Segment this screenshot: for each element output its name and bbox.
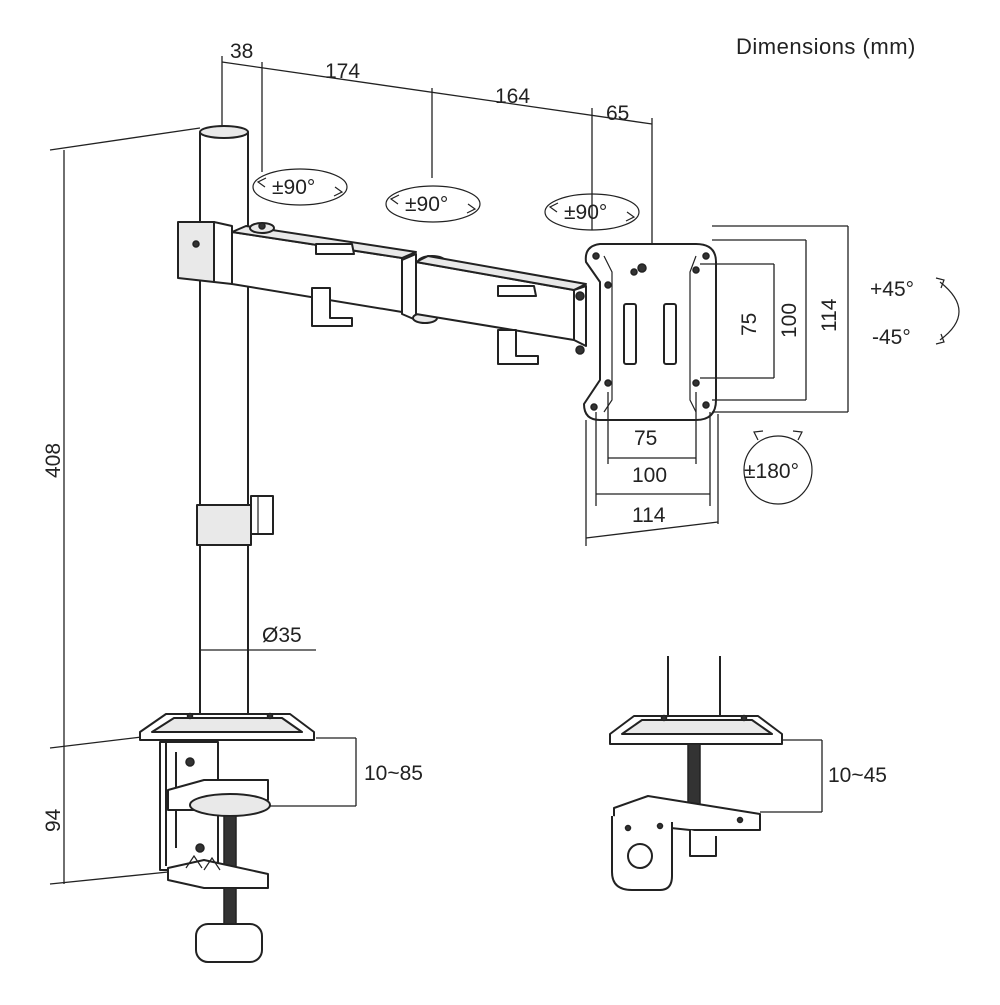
- rotation-joint-2: [385, 185, 481, 223]
- vesa-plate: [583, 243, 717, 421]
- vesa-vertical-114: 114: [818, 298, 841, 332]
- tilt-arc: [935, 277, 960, 345]
- vesa-horizontal-100: 100: [632, 464, 667, 487]
- grommet-range-lines: [760, 739, 823, 813]
- dim-arm-1: 174: [325, 60, 360, 83]
- vesa-horizontal-dimension-lines: [585, 392, 719, 546]
- vesa-vertical-100: 100: [778, 303, 801, 338]
- rotation-joint-1: [252, 168, 348, 206]
- height-dimension-lines: [49, 127, 201, 885]
- vesa-horizontal-114: 114: [632, 504, 666, 527]
- swivel-arc: [743, 430, 813, 505]
- grommet-range-label: 10~45: [828, 764, 887, 787]
- dim-arm-2: 164: [495, 85, 530, 108]
- diagram-title: Dimensions (mm): [736, 34, 916, 59]
- clamp-range-lines: [270, 737, 357, 807]
- top-dimension-lines: [221, 56, 653, 262]
- arm-assembly: [177, 221, 587, 365]
- rotation-label-3: ±90°: [564, 201, 607, 224]
- desk-clamp: [139, 712, 315, 963]
- vesa-vertical-75: 75: [738, 313, 761, 336]
- dim-pole-height: 408: [42, 443, 65, 478]
- rotation-label-2: ±90°: [405, 193, 448, 216]
- dim-pole-diameter: Ø35: [262, 624, 302, 647]
- dim-head: 65: [606, 102, 629, 125]
- dim-pole-offset: 38: [230, 40, 253, 63]
- swivel-label: ±180°: [744, 460, 799, 483]
- dim-clamp-height: 94: [42, 808, 65, 832]
- grommet-mount: [609, 656, 783, 891]
- vesa-horizontal-75: 75: [634, 427, 657, 450]
- tilt-down-label: -45°: [872, 326, 911, 349]
- rotation-joint-3: [544, 193, 640, 231]
- rotation-label-1: ±90°: [272, 176, 315, 199]
- tilt-up-label: +45°: [870, 278, 914, 301]
- clamp-range-label: 10~85: [364, 762, 423, 785]
- vesa-vertical-dimension-lines: [700, 225, 849, 413]
